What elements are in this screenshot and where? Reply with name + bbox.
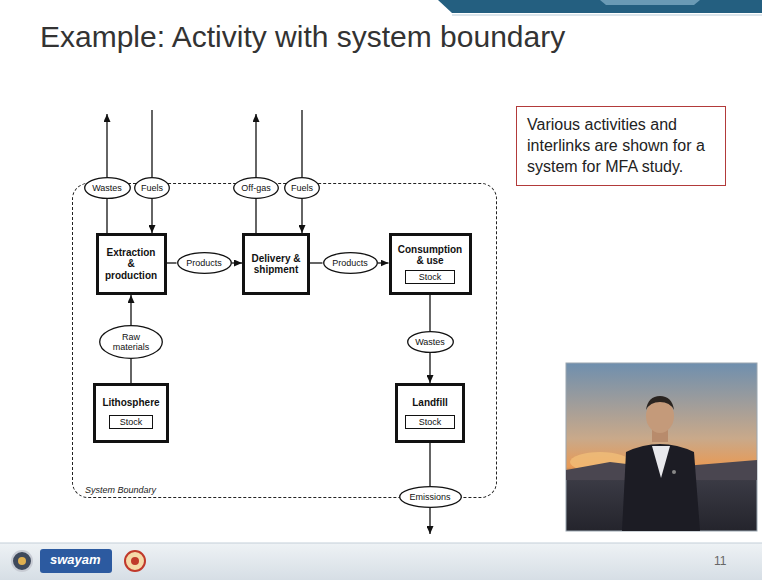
ellipse-shape: [234, 178, 279, 199]
node-text: Fuels: [291, 183, 313, 193]
ellipse-shape: [399, 487, 461, 508]
flow-arrow: [232, 262, 243, 263]
node-text: Stock: [113, 416, 149, 428]
outflow-arrow: [106, 114, 107, 177]
flow-arrow: [130, 359, 131, 383]
footer-bar: [0, 543, 762, 580]
flow-arrow: [130, 295, 131, 325]
note-box: Various activities and interlinks are sh…: [516, 106, 726, 186]
ellipse-shape: [323, 253, 377, 274]
institute-logo: [12, 551, 32, 571]
stock-box: Stock: [405, 270, 455, 284]
ellipse-shape: [135, 178, 170, 199]
node-text: Delivery & shipment: [249, 253, 303, 276]
flow-arrow: [429, 443, 430, 486]
institute-logo-core: [18, 557, 26, 565]
stock-box: Stock: [405, 415, 455, 429]
node-text: Landfill: [402, 397, 458, 409]
flow-arrow: [429, 295, 430, 331]
video-frame: [566, 363, 757, 531]
ellipse-shape: [407, 332, 453, 353]
process-box: LandfillStock: [395, 383, 465, 443]
process-box: Consumption & useStock: [389, 233, 472, 295]
node-text: Emissions: [409, 492, 450, 502]
node-text: Consumption & use: [396, 244, 465, 267]
node-text: Lithosphere: [100, 397, 162, 409]
page-number: 11: [714, 554, 726, 568]
process-box: Delivery & shipment: [242, 233, 310, 295]
presenter-shirt: [652, 446, 670, 478]
flow-ellipse: Fuels: [134, 177, 170, 199]
inflow-line: [151, 110, 152, 177]
node-text: Products: [186, 258, 222, 268]
nptel-logo-core: [131, 557, 139, 565]
ellipse-shape: [285, 178, 320, 199]
logo-text: swayam: [50, 552, 101, 567]
ellipse-shape: [84, 178, 130, 199]
header-bar: [438, 0, 762, 13]
flow-ellipse: Emissions: [399, 486, 462, 508]
header-rule: [452, 15, 762, 16]
node-text: Stock: [409, 416, 451, 428]
flow-arrow: [301, 199, 302, 233]
flow-ellipse: Wastes: [84, 177, 131, 199]
ellipse-shape: [177, 253, 231, 274]
presenter-suit: [622, 444, 700, 531]
node-text: Wastes: [92, 183, 122, 193]
outflow-arrow: [429, 508, 430, 534]
outflow-arrow: [255, 114, 256, 177]
node-text: Various activities and interlinks are sh…: [527, 115, 715, 177]
boundary-label: System Boundary: [85, 485, 156, 495]
header-sheen: [600, 0, 700, 5]
swayam-logo: [40, 549, 112, 573]
flow-ellipse: Fuels: [284, 177, 320, 199]
stock-box: Stock: [109, 415, 153, 429]
presenter-video: [566, 363, 757, 531]
node-text: Off-gas: [241, 183, 270, 193]
flow-ellipse: Off-gas: [233, 177, 279, 199]
flow-arrow: [167, 262, 177, 263]
flow-arrow: [378, 262, 389, 263]
presenter-hair: [646, 396, 674, 410]
node-text: Stock: [409, 271, 451, 283]
system-boundary: System Boundary Wastes Fuels Off-gas FuelsEx…: [72, 183, 497, 498]
flow-ellipse: Products: [323, 252, 378, 274]
flow-ellipse: Products: [177, 252, 232, 274]
slide-title: Example: Activity with system boundary: [40, 20, 565, 54]
node-text: Extraction & production: [103, 247, 160, 282]
flow-arrow: [151, 199, 152, 233]
ellipse-shape: [100, 326, 163, 359]
process-box: LithosphereStock: [93, 383, 169, 443]
process-box: Extraction & production: [96, 233, 167, 295]
flow-ellipse: Raw materials: [99, 325, 163, 359]
inflow-line: [301, 110, 302, 177]
node-text: Raw materials: [110, 332, 152, 353]
footer-rule: [0, 543, 762, 544]
flow-arrow: [255, 199, 256, 233]
nptel-logo: [125, 551, 145, 571]
lapel-mic: [672, 470, 676, 474]
node-text: Fuels: [141, 183, 163, 193]
flow-arrow: [429, 353, 430, 383]
flow-ellipse: Wastes: [407, 331, 454, 353]
flow-arrow: [310, 262, 323, 263]
flow-arrow: [106, 199, 107, 233]
node-text: Products: [332, 258, 368, 268]
node-text: Wastes: [415, 337, 445, 347]
